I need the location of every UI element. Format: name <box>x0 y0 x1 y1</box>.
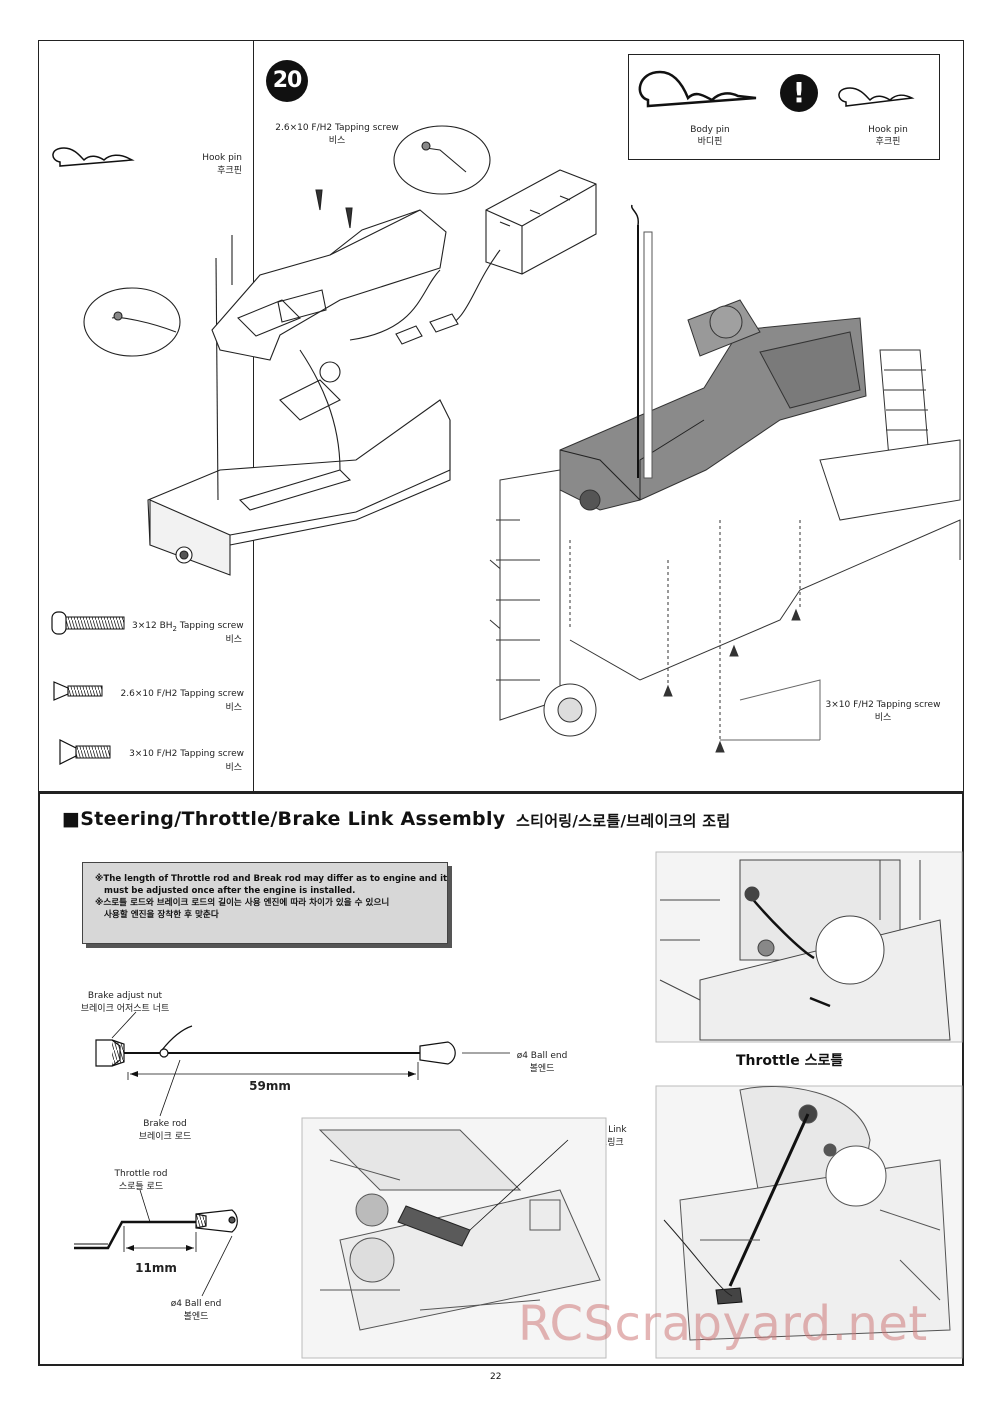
brake-rod-label-ko: 브레이크 로드 <box>138 1132 192 1142</box>
legend-screw3-label: 3×10 F/H2 Tapping screw <box>129 749 244 759</box>
throttle-ball-end-label-ko: 볼엔드 <box>183 1312 209 1322</box>
right-screw-callout-ko: 비스 <box>874 713 892 723</box>
hook-pin-label: Hook pin <box>868 125 908 135</box>
throttle-rod-label-ko: 스로틀 로드 <box>118 1182 164 1192</box>
hook-pin-label-ko: 후크핀 <box>875 137 901 147</box>
section-title: ■Steering/Throttle/Brake Link Assembly <box>62 808 506 830</box>
legend-screw2-label: 2.6×10 F/H2 Tapping screw <box>120 689 245 699</box>
throttle-ball-end-label: ø4 Ball end <box>170 1299 222 1309</box>
legend-screw2-label-ko: 비스 <box>225 703 242 713</box>
note-line-3: ※스로틀 로드와 브레이크 로드의 길이는 사용 엔진에 따라 차이가 있을 수… <box>95 898 390 908</box>
section-title-ko: 스티어링/스로틀/브레이크의 조립 <box>516 812 731 830</box>
brake-rod-label: Brake rod <box>143 1119 187 1129</box>
throttle-rod-length: 11mm <box>135 1261 177 1275</box>
page-number: 22 <box>490 1372 502 1382</box>
warning-icon: ! <box>780 74 818 112</box>
tapping-screw-callout-ko: 비스 <box>328 136 346 146</box>
brake-ball-end-label-ko: 볼엔드 <box>529 1064 555 1074</box>
legend-screw1-label-ko: 비스 <box>225 635 242 645</box>
warning-box-frame <box>628 54 940 160</box>
tapping-screw-callout: 2.6×10 F/H2 Tapping screw <box>275 123 399 133</box>
steering-caption: Steering 스티어링 <box>372 1340 496 1356</box>
brake-adjust-nut-label-ko: 브레이크 어저스트 너트 <box>80 1004 170 1014</box>
legend-hook-pin-label-ko: 후크핀 <box>217 166 242 176</box>
brake-ball-end-label: ø4 Ball end <box>516 1051 568 1061</box>
note-line-1: ※The length of Throttle rod and Break ro… <box>95 874 448 884</box>
legend-screw3-label-ko: 비스 <box>225 763 242 773</box>
servo-link-label: Servo Link <box>579 1125 627 1135</box>
legend-screw1-label: 3×12 BH2 Tapping screw <box>132 621 244 633</box>
note-line-2: must be adjusted once after the engine i… <box>104 886 356 896</box>
legend-hook-pin-label: Hook pin <box>202 153 242 163</box>
servo-link-label-ko: 서어보링크 <box>582 1138 624 1148</box>
note-box: ※The length of Throttle rod and Break ro… <box>82 862 448 944</box>
body-pin-label: Body pin <box>690 125 730 135</box>
throttle-caption: Throttle 스로틀 <box>736 1053 844 1069</box>
brake-rod-length: 59mm <box>249 1079 291 1093</box>
brake-adjust-nut-label: Brake adjust nut <box>87 991 163 1001</box>
watermark: RCScrapyard.net <box>518 1296 928 1352</box>
note-line-4: 사용할 엔진을 장착한 후 맞춘다 <box>104 910 219 920</box>
body-pin-label-ko: 바디핀 <box>697 137 723 147</box>
throttle-rod-label: Throttle rod <box>114 1169 168 1179</box>
right-screw-callout: 3×10 F/H2 Tapping screw <box>825 700 941 710</box>
bottom-panel-frame <box>38 792 964 1366</box>
step-number-badge: 20 <box>266 60 308 102</box>
